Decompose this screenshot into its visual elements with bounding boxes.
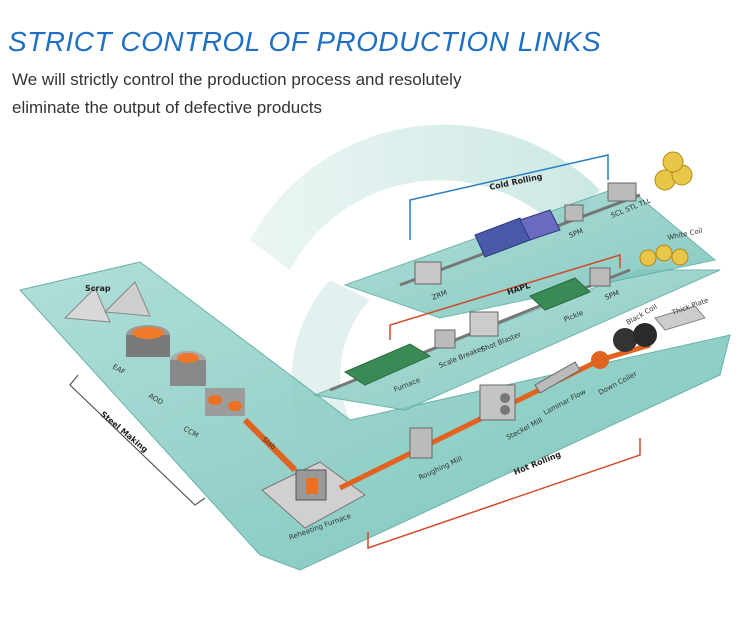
- decorative-arc: [250, 124, 600, 270]
- cold-rolling-bracket: [409, 154, 609, 240]
- hapl-platform: [313, 269, 721, 411]
- hapl-spm: [589, 267, 611, 287]
- subtitle-line-2: eliminate the output of defective produc…: [12, 98, 322, 117]
- shot-blaster: [469, 311, 499, 337]
- page-title: STRICT CONTROL OF PRODUCTION LINKS: [8, 26, 602, 57]
- cold-rolling-units: [474, 209, 561, 258]
- thick-plate: [654, 305, 706, 331]
- zrm-mill: [414, 261, 442, 285]
- aod-converter: [170, 351, 206, 386]
- laminar-flow: [534, 361, 581, 394]
- hot-rolling-bracket: [367, 438, 641, 550]
- steckel-mill: [479, 384, 516, 421]
- scrap-label: Scrap: [85, 284, 111, 293]
- finished-coils: [654, 151, 693, 191]
- eaf-furnace: [126, 325, 170, 357]
- ccm-caster: [205, 388, 245, 416]
- white-coil: [639, 244, 689, 267]
- hapl-furnace: [343, 343, 432, 386]
- scrap-pile: [63, 281, 151, 323]
- cold-spm: [564, 204, 584, 222]
- slab-conveyor: [242, 417, 298, 473]
- hapl-bracket: [389, 253, 621, 340]
- black-coil: [613, 323, 657, 352]
- steel-making-platform: [19, 261, 731, 571]
- pickle-tank: [529, 277, 591, 311]
- reheating-furnace: [261, 461, 366, 529]
- steel-making-bracket: [69, 374, 206, 506]
- scl-stl-tll-line: [607, 182, 637, 202]
- down-coiler: [591, 351, 609, 369]
- scale-breaker: [434, 329, 456, 349]
- roughing-mill: [409, 427, 433, 459]
- subtitle-line-1: We will strictly control the production …: [12, 70, 462, 89]
